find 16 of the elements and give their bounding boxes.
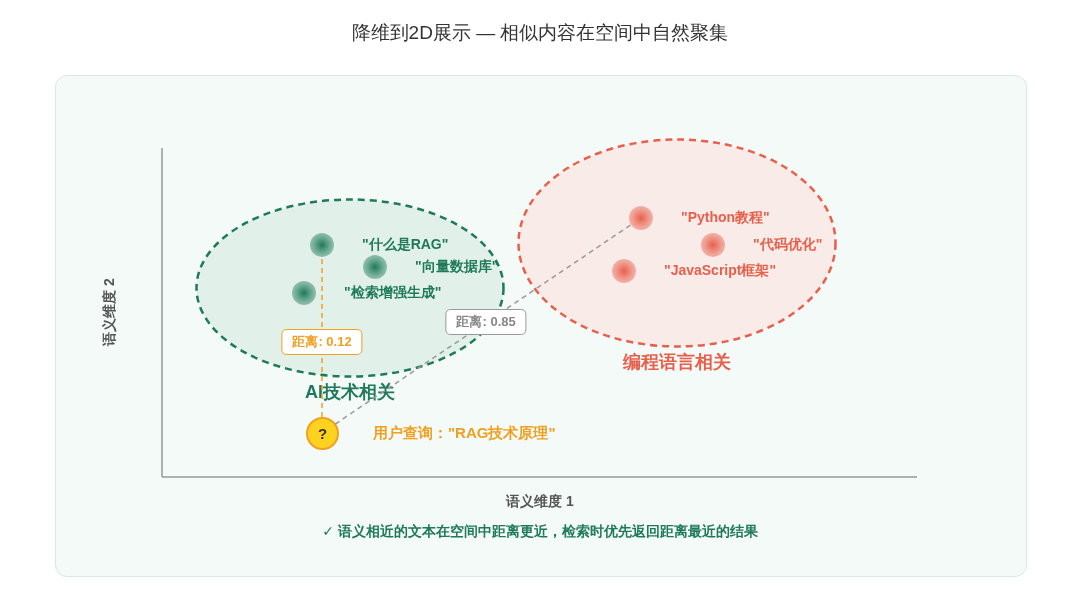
caption-note: ✓ 语义相近的文本在空间中距离更近，检索时优先返回距离最近的结果 <box>321 523 759 541</box>
axis-label: 语义维度 1 <box>506 493 574 511</box>
axis-label: 语义维度 2 <box>101 278 118 346</box>
cluster-label: AI技术相关 <box>305 381 395 404</box>
point-label: "什么是RAG" <box>362 236 449 254</box>
point-label: "Python教程" <box>681 209 770 227</box>
diagram-title: 降维到2D展示 — 相似内容在空间中自然聚集 <box>350 21 730 45</box>
distance-line <box>334 223 632 425</box>
query-label: 用户查询："RAG技术原理" <box>373 424 556 443</box>
distance-label: 距离: 0.12 <box>281 328 363 355</box>
point-label: "检索增强生成" <box>344 284 442 302</box>
point-label: "代码优化" <box>753 236 823 254</box>
distance-label: 距离: 0.85 <box>445 309 527 336</box>
distance-line <box>321 256 323 418</box>
cluster-label: 编程语言相关 <box>623 351 731 374</box>
point-label: "JavaScript框架" <box>664 262 777 280</box>
